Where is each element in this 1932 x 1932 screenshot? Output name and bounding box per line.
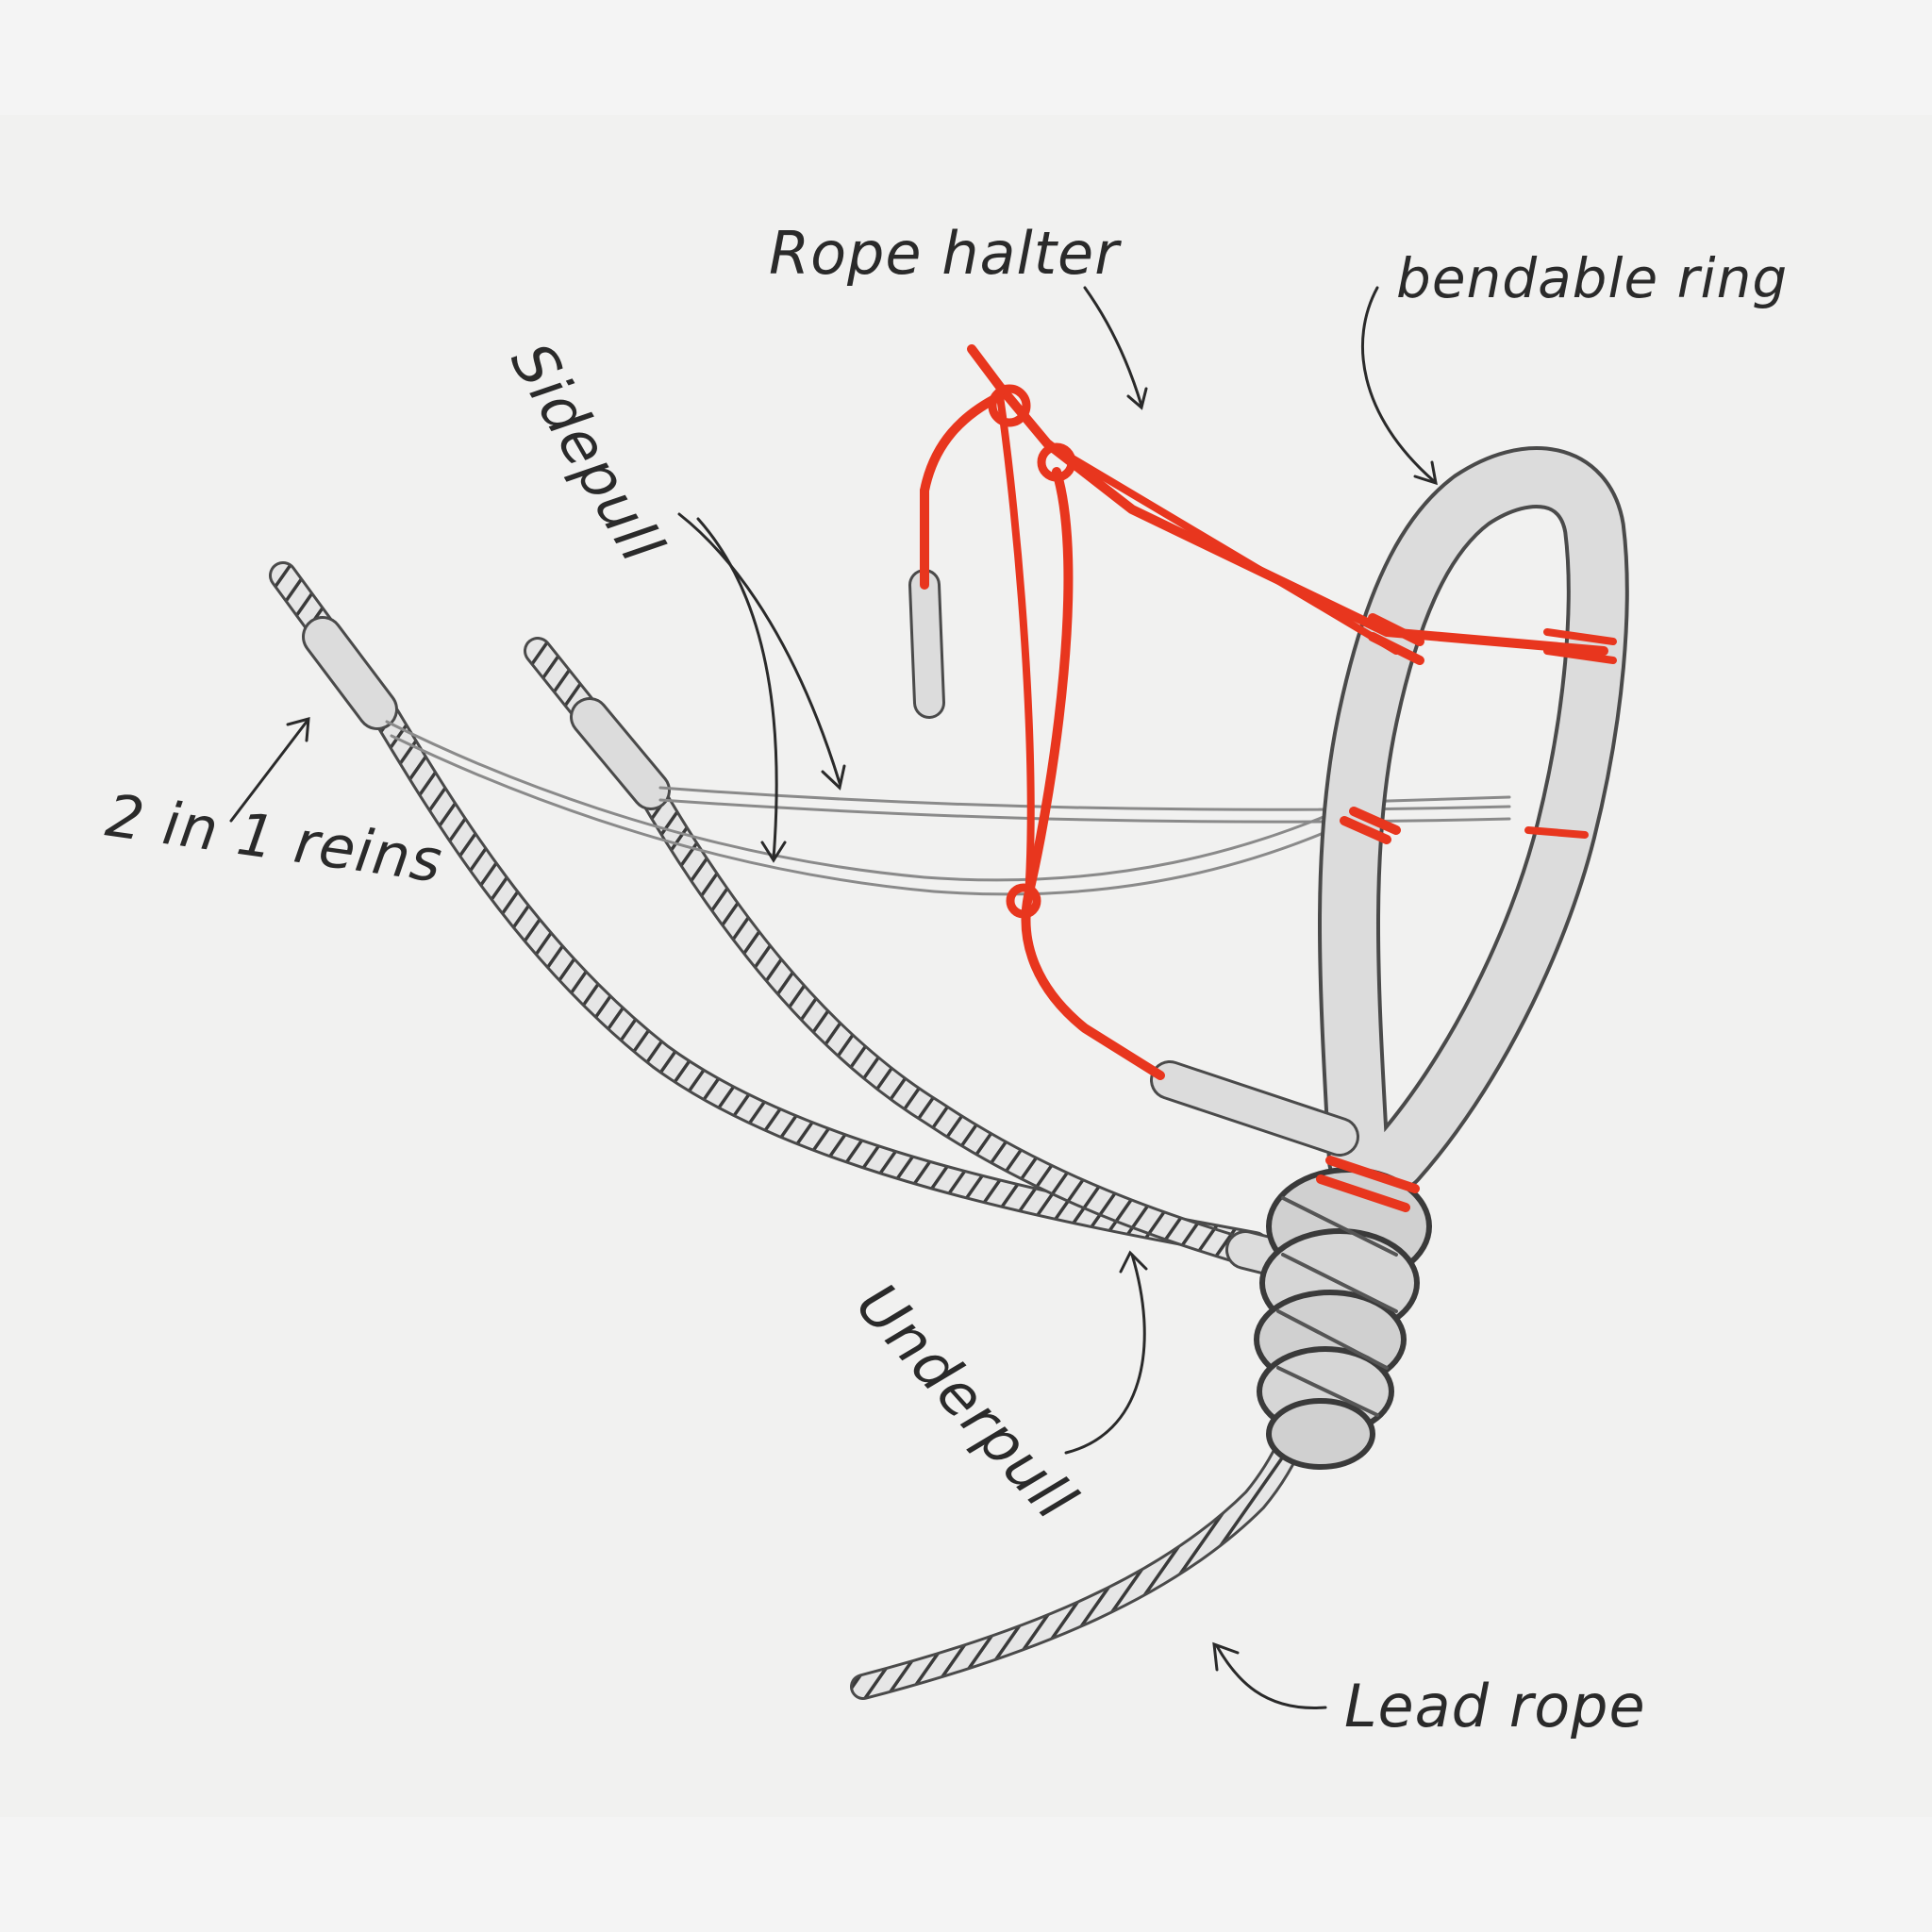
two-in-one-reins-label: 2 in 1 reins [102, 781, 447, 896]
rope-halter-arrow [1083, 286, 1148, 410]
coil-knot [1254, 1167, 1432, 1470]
rope-halter-label: Rope halter [769, 219, 1122, 288]
sidepull-label: Sidepull [497, 331, 677, 574]
sidepull-arrow [677, 512, 846, 863]
sidepull-rope [524, 637, 1269, 1269]
paper-background [0, 115, 1932, 1817]
rope-halter-shape [908, 344, 1617, 1212]
bendable-ring-arrow [1361, 286, 1438, 486]
underpull-label: Underpull [843, 1270, 1091, 1533]
lead-rope-label: Lead rope [1344, 1672, 1646, 1740]
reins-arrow [229, 716, 310, 823]
bendable-ring-label: bendable ring [1396, 246, 1788, 310]
lead-rope-arrow [1212, 1641, 1327, 1709]
reins-rope-outer [269, 561, 1269, 1259]
underpull-arrow [1064, 1250, 1148, 1455]
